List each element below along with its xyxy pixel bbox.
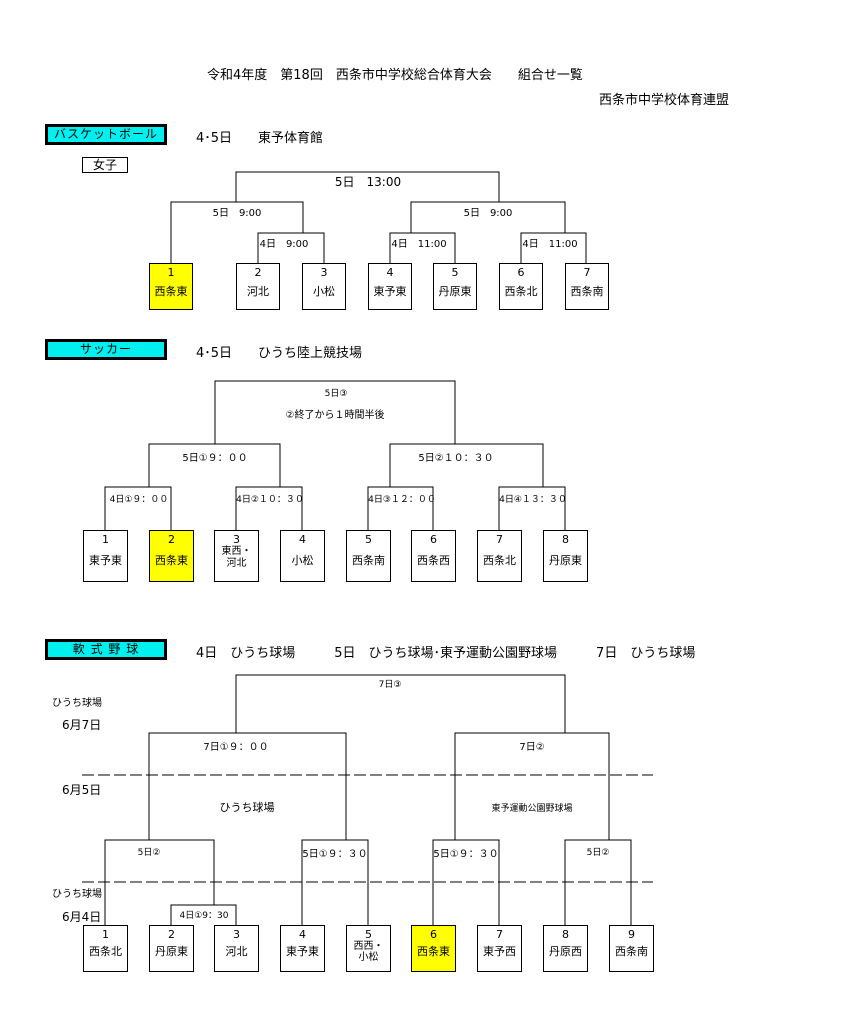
baseball-date-mid: 6月5日 — [62, 783, 102, 797]
soccer-q4-time: 4日④１３：３０ — [499, 495, 567, 505]
basketball-q1-time: 4日 9:00 — [259, 239, 309, 250]
baseball-semi-right-time: 7日② — [519, 742, 545, 753]
soccer-q1-time: 4日①９：００ — [109, 495, 169, 505]
document-title: 令和4年度 第18回 西条市中学校総合体育大会 組合せ一覧 — [207, 68, 583, 83]
basketball-q3-time: 4日 11:00 — [522, 239, 578, 250]
basketball-q2-time: 4日 11:00 — [391, 239, 447, 250]
baseball-venue-top: ひうち球場 — [52, 698, 102, 709]
baseball-date-top: 6月7日 — [62, 718, 102, 732]
soccer-final-note: ②終了から１時間半後 — [285, 410, 385, 421]
baseball-venue-bottom: ひうち球場 — [52, 889, 102, 900]
basketball-semi-left-time: 5日 9:00 — [212, 208, 262, 219]
baseball-date-bottom: 6月4日 — [62, 910, 102, 924]
baseball-field-left: ひうち球場 — [219, 801, 275, 814]
soccer-final-time: 5日③ — [324, 389, 348, 399]
basketball-final-time: 5日 13:00 — [334, 175, 402, 189]
basketball-gender: 女子 — [82, 157, 128, 173]
soccer-q3-time: 4日③１２：００ — [368, 495, 436, 505]
soccer-q2-time: 4日②１０：３０ — [236, 495, 304, 505]
soccer-semi-left-time: 5日①９：００ — [182, 453, 248, 464]
soccer-label: サッカー — [45, 339, 167, 360]
baseball-final-time: 7日③ — [378, 680, 402, 690]
basketball-venue: 4･5日 東予体育館 — [196, 131, 324, 146]
baseball-venue: 4日 ひうち球場 5日 ひうち球場･東予運動公園野球場 7日 ひうち球場 — [196, 646, 696, 661]
organizer-name: 西条市中学校体育連盟 — [599, 93, 730, 108]
baseball-r1-time: 4日①9：30 — [179, 911, 229, 921]
baseball-r2-3-time: 5日①９：３０ — [433, 849, 499, 860]
basketball-semi-right-time: 5日 9:00 — [463, 208, 513, 219]
soccer-semi-right-time: 5日②１０：３０ — [418, 453, 494, 464]
baseball-semi-left-time: 7日①９：００ — [203, 742, 269, 753]
baseball-r2-2-time: 5日①９：３０ — [302, 849, 368, 860]
baseball-label: 軟 式 野 球 — [45, 639, 167, 660]
soccer-venue: 4･5日 ひうち陸上競技場 — [196, 346, 363, 361]
basketball-label: バスケットボール — [45, 124, 167, 145]
baseball-r2-4-time: 5日② — [586, 848, 610, 858]
baseball-r2-1-time: 5日② — [137, 848, 161, 858]
baseball-field-right: 東予運動公園野球場 — [491, 804, 573, 814]
